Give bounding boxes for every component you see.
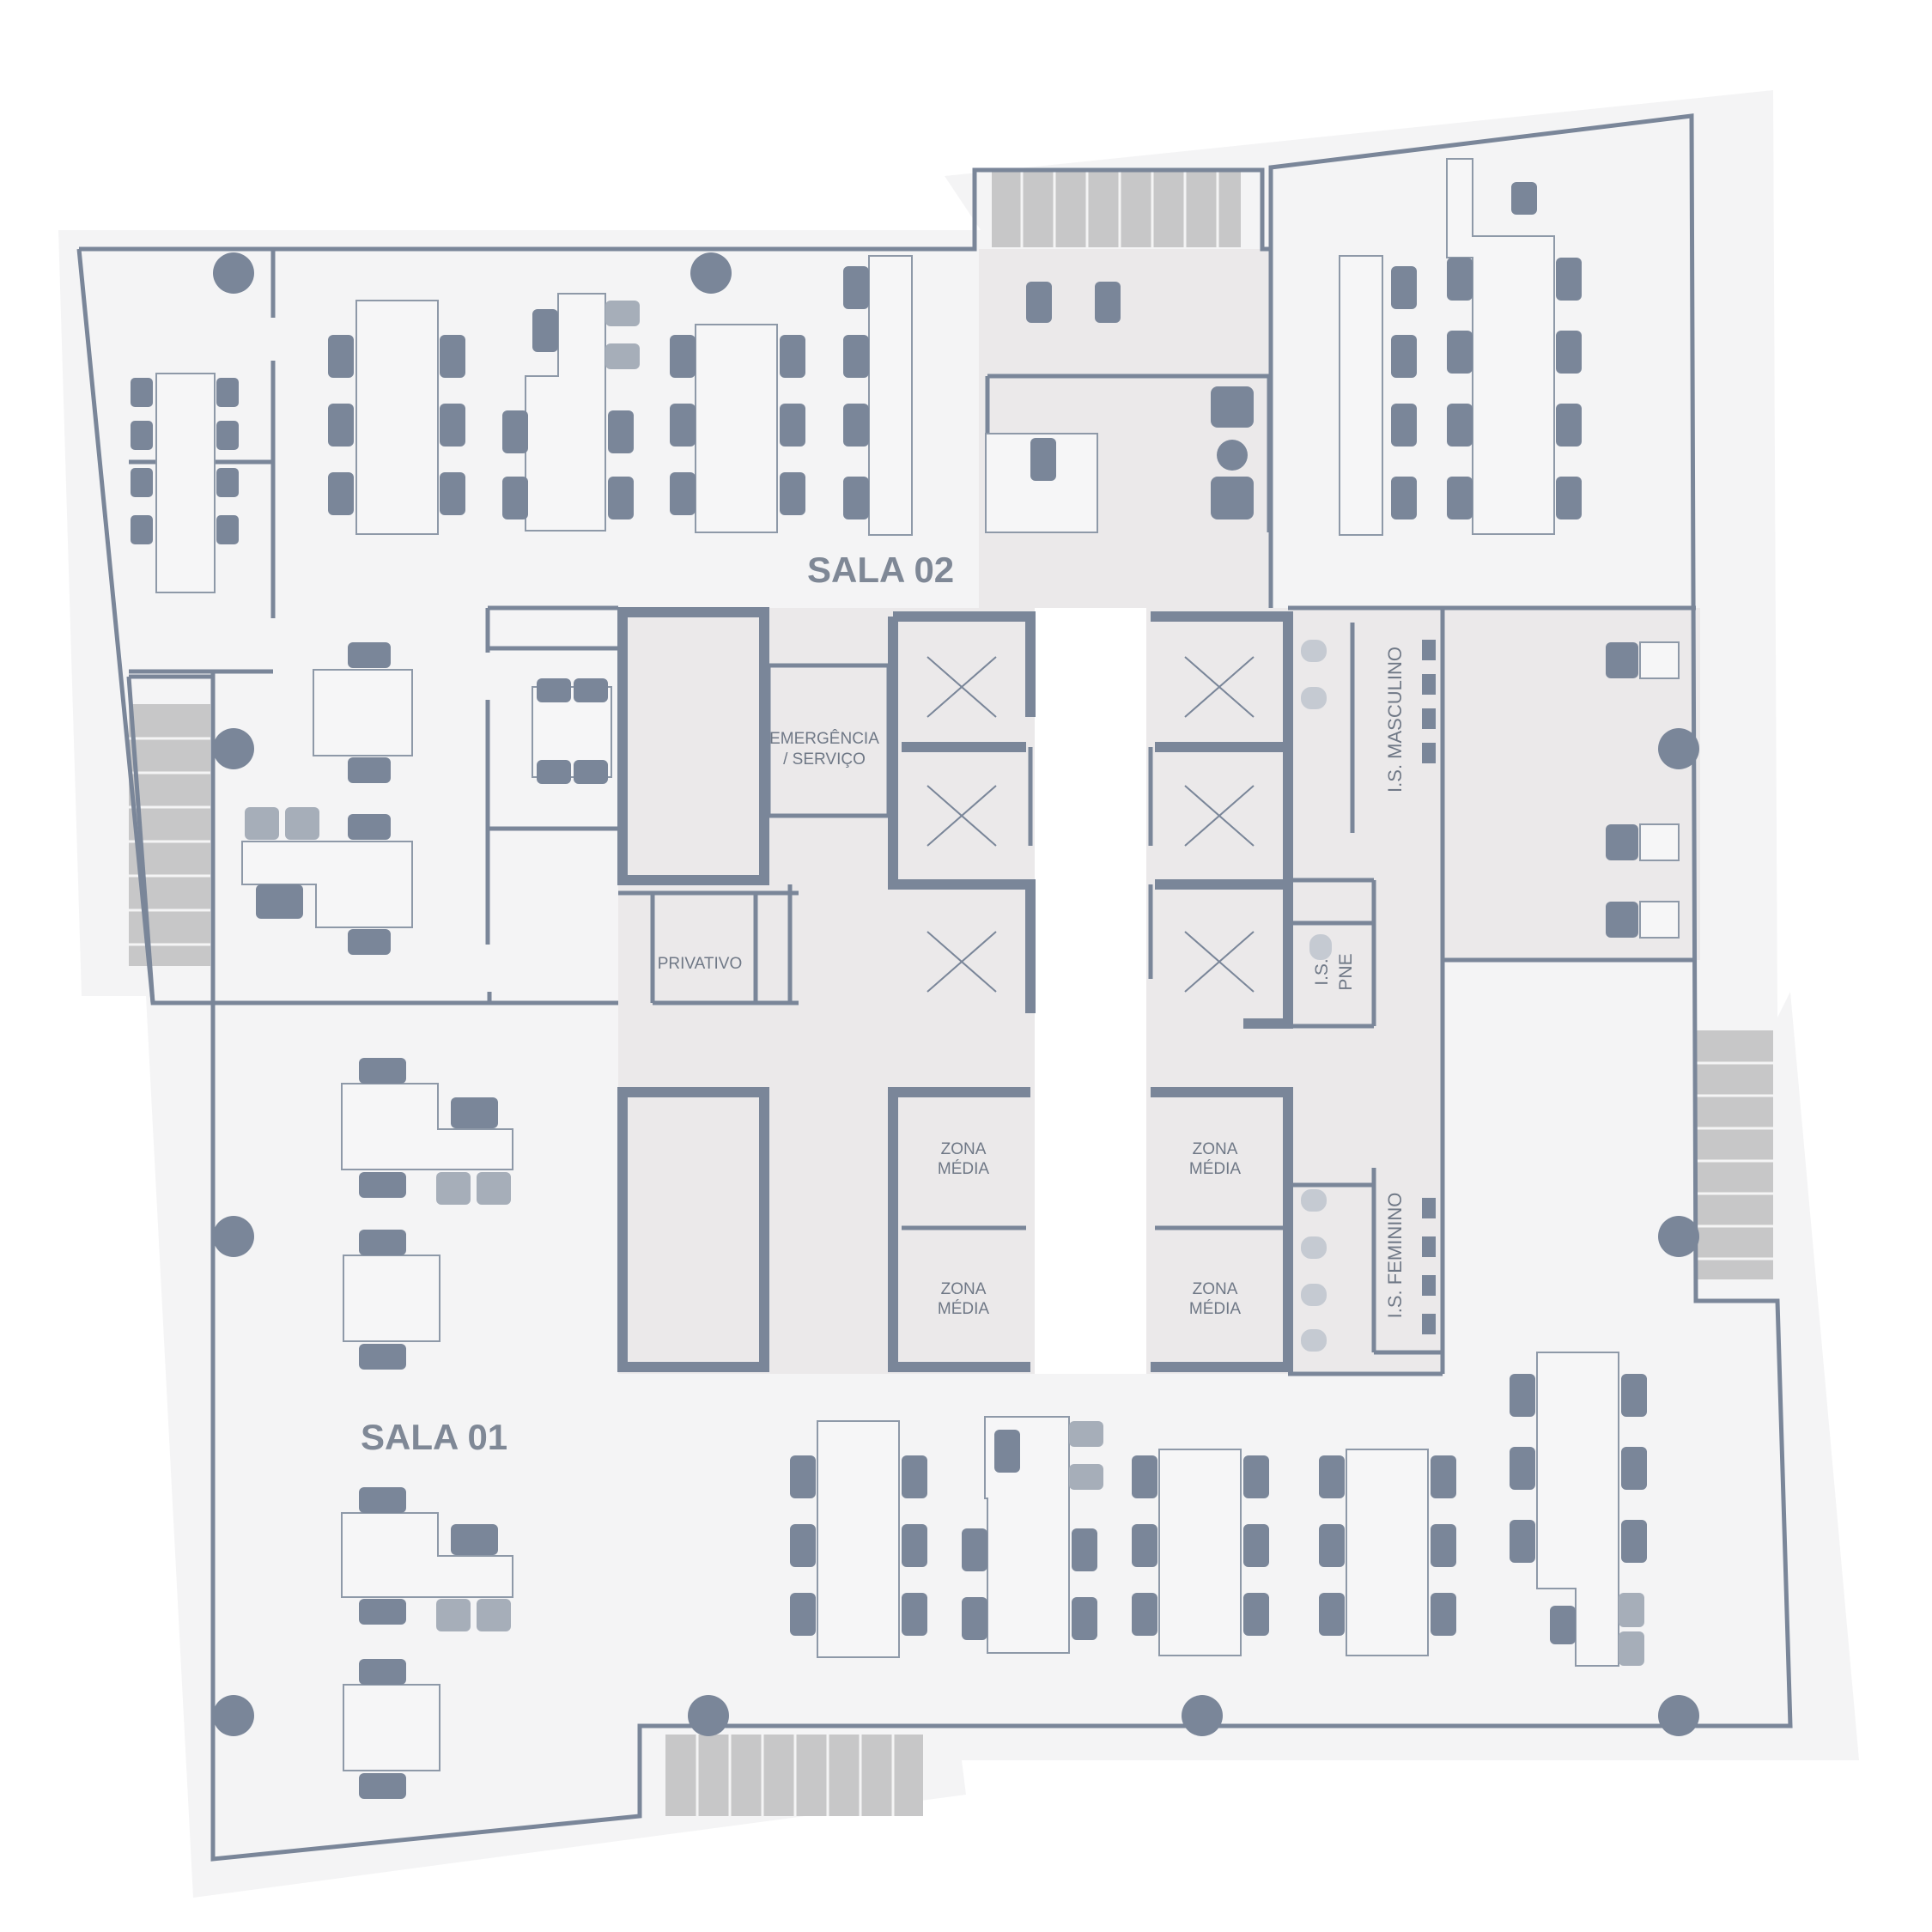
room-label-sala-01: SALA 01 bbox=[361, 1417, 507, 1457]
column-icon bbox=[213, 252, 1699, 1736]
perimeter-wall bbox=[76, 113, 1793, 1862]
core-corridor bbox=[1035, 608, 1146, 1374]
chair-icon bbox=[131, 182, 1638, 955]
room-label-zona-1b: MÉDIA bbox=[938, 1160, 990, 1178]
room-label-zona-3a: ZONA bbox=[941, 1280, 987, 1298]
core-walls bbox=[617, 605, 1445, 1376]
room-label-zona-2a: ZONA bbox=[1193, 1140, 1238, 1158]
room-label-is-feminino: I.S. FEMININO bbox=[1384, 1193, 1406, 1319]
room-label-zona-2b: MÉDIA bbox=[1189, 1160, 1242, 1178]
room-label-is-pne-1: I.S. bbox=[1312, 958, 1332, 986]
interior-walls bbox=[129, 249, 1696, 1005]
room-label-emergencia-1: EMERGÊNCIA bbox=[769, 729, 879, 748]
stairs-icon bbox=[1696, 1030, 1773, 1279]
furniture-sala-01 bbox=[341, 1083, 1619, 1771]
room-label-zona-4b: MÉDIA bbox=[1189, 1300, 1242, 1318]
room-label-privativo: PRIVATIVO bbox=[658, 955, 743, 973]
room-label-is-masculino: I.S. MASCULINO bbox=[1384, 647, 1406, 793]
reception-area bbox=[979, 249, 1271, 608]
sink-icon bbox=[1422, 640, 1436, 1334]
room-label-zona-3b: MÉDIA bbox=[938, 1300, 990, 1318]
toilet-icon bbox=[1301, 640, 1332, 1352]
stairs-icon bbox=[992, 170, 1241, 247]
stairs-icon bbox=[665, 1735, 923, 1816]
room-label-zona-1a: ZONA bbox=[941, 1140, 987, 1158]
room-label-is-pne-2: PNE bbox=[1336, 953, 1356, 990]
room-label-emergencia-2: / SERVIÇO bbox=[783, 750, 866, 769]
west-wall-inner-2 bbox=[126, 676, 155, 1004]
chair-icon bbox=[359, 1058, 1647, 1799]
room-label-zona-4a: ZONA bbox=[1193, 1280, 1238, 1298]
room-label-sala-02: SALA 02 bbox=[807, 550, 954, 590]
elevator-x-icon bbox=[927, 656, 1255, 993]
